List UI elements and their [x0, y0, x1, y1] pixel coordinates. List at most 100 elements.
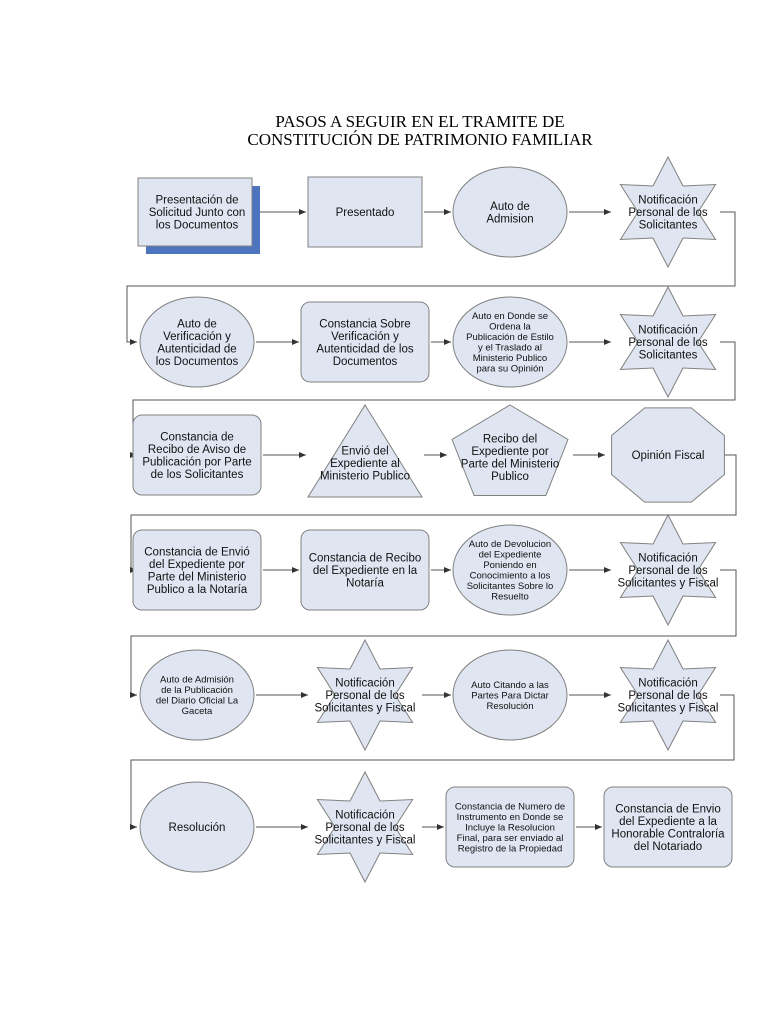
node-label-line: Honorable Contraloría [611, 828, 725, 840]
node-label-line: Ordena la [489, 322, 531, 333]
node-label-line: Constancia Sobre [319, 318, 410, 330]
rounded-rectangle-shape [445, 786, 575, 868]
node-label-line: Solicitantes y Fiscal [618, 578, 719, 590]
node-label-line: Solicitantes y Fiscal [315, 703, 416, 715]
pentagon-shape [451, 404, 569, 496]
node-label-line: Notificación [638, 195, 697, 207]
node-label-line: Ministerio Publico [473, 353, 547, 364]
node-label-line: Auto de [490, 201, 530, 213]
diagram-title-line-2: CONSTITUCIÓN DE PATRIMONIO FAMILIAR [247, 130, 593, 149]
node-label-line: Publicación de Estilo [466, 332, 554, 343]
node-label-line: Notificación [638, 678, 697, 690]
node-label-line: del Expediente a la [619, 816, 717, 828]
node-label-line: Autenticidad de [157, 343, 236, 355]
six-point-star-shape [619, 155, 717, 269]
node-label-line: Auto en Donde se [472, 311, 548, 322]
node-label-line: Envió del [341, 446, 388, 458]
ellipse-shape [139, 781, 255, 873]
node-label-line: Auto de Admisión [160, 675, 234, 686]
node-label-line: Personal de los [628, 565, 708, 577]
diagram-title-line-1: PASOS A SEGUIR EN EL TRAMITE DE [275, 112, 564, 131]
node-label-line: Ministerio Publico [320, 471, 410, 483]
ellipse-shape [452, 166, 568, 258]
node-label-line: Notificación [638, 553, 697, 565]
node-label-line: Notificación [335, 678, 394, 690]
node-label-line: Constancia de Numero de [455, 801, 565, 812]
node-label-line: Poniendo en [483, 560, 536, 571]
row-return-connector [130, 694, 735, 830]
six-point-star-shape [316, 770, 414, 884]
flow-node: Opinión Fiscal [611, 407, 725, 503]
node-label-line: Recibo de Aviso de [148, 444, 246, 456]
node-label-line: Registro de la Propiedad [458, 843, 563, 854]
node-label-line: Notaría [346, 578, 384, 590]
flow-node: Presentado [307, 176, 423, 248]
node-label-line: Personal de los [325, 690, 405, 702]
rounded-rectangle-shape [300, 301, 430, 383]
ellipse-shape [139, 649, 255, 741]
rounded-rectangle-shape [132, 529, 262, 611]
node-label-line: Documentos [333, 356, 398, 368]
six-point-star-shape [619, 638, 717, 752]
node-label-line: Parte del Ministerio [148, 571, 246, 583]
node-label-line: Auto de Devolucion [469, 539, 551, 550]
rectangle-shape [137, 177, 253, 247]
node-label-line: Final, para ser enviado al [457, 833, 564, 844]
node-label-line: de la Publicación [161, 685, 233, 696]
ellipse-shape [139, 296, 255, 388]
rectangle-shape [307, 176, 423, 248]
node-label-line: Verificación y [163, 331, 231, 343]
rounded-rectangle-shape [132, 414, 262, 496]
node-label-line: Conocimiento a los [470, 571, 551, 582]
node-label-line: Solicitantes [639, 350, 698, 362]
node-label-line: Notificación [335, 810, 394, 822]
rounded-rectangle-shape [603, 786, 733, 868]
six-point-star-shape [619, 513, 717, 627]
node-label-line: para su Opinión [476, 364, 543, 375]
node-label-line: Gaceta [182, 706, 213, 717]
node-label-line: Resolución [169, 822, 226, 834]
node-label-line: Admision [486, 213, 533, 225]
node-label-line: Constancia de Envió [144, 546, 249, 558]
node-label-line: Personal de los [628, 337, 708, 349]
node-label-line: Solicitantes Sobre lo [467, 581, 554, 592]
node-label-line: Publicación por Parte [142, 456, 251, 468]
node-label-line: del Expediente en la [313, 565, 418, 577]
node-label-line: Publico a la Notaría [147, 584, 248, 596]
six-point-star-shape [316, 638, 414, 752]
node-label-line: Incluye la Resolucion [465, 822, 555, 833]
row-return-connector [130, 454, 737, 573]
node-label-line: Expediente al [330, 458, 400, 470]
node-label-line: Recibo del [483, 433, 537, 445]
node-label-line: Solicitantes y Fiscal [618, 703, 719, 715]
node-label-line: Partes Para Dictar [471, 690, 549, 701]
connectors [126, 209, 737, 830]
node-label-line: del Expediente [479, 550, 542, 561]
node-label-line: Auto Citando a las [471, 680, 549, 691]
node-label-line: Parte del Ministerio [461, 458, 559, 470]
row-return-connector [130, 569, 737, 698]
node-label-line: del Diario Oficial La [156, 696, 239, 707]
node-label-line: Publico [491, 471, 529, 483]
node-label-line: Personal de los [628, 207, 708, 219]
ellipse-shape [452, 296, 568, 388]
node-label-line: Opinión Fiscal [632, 450, 705, 462]
six-point-star-shape [619, 285, 717, 399]
